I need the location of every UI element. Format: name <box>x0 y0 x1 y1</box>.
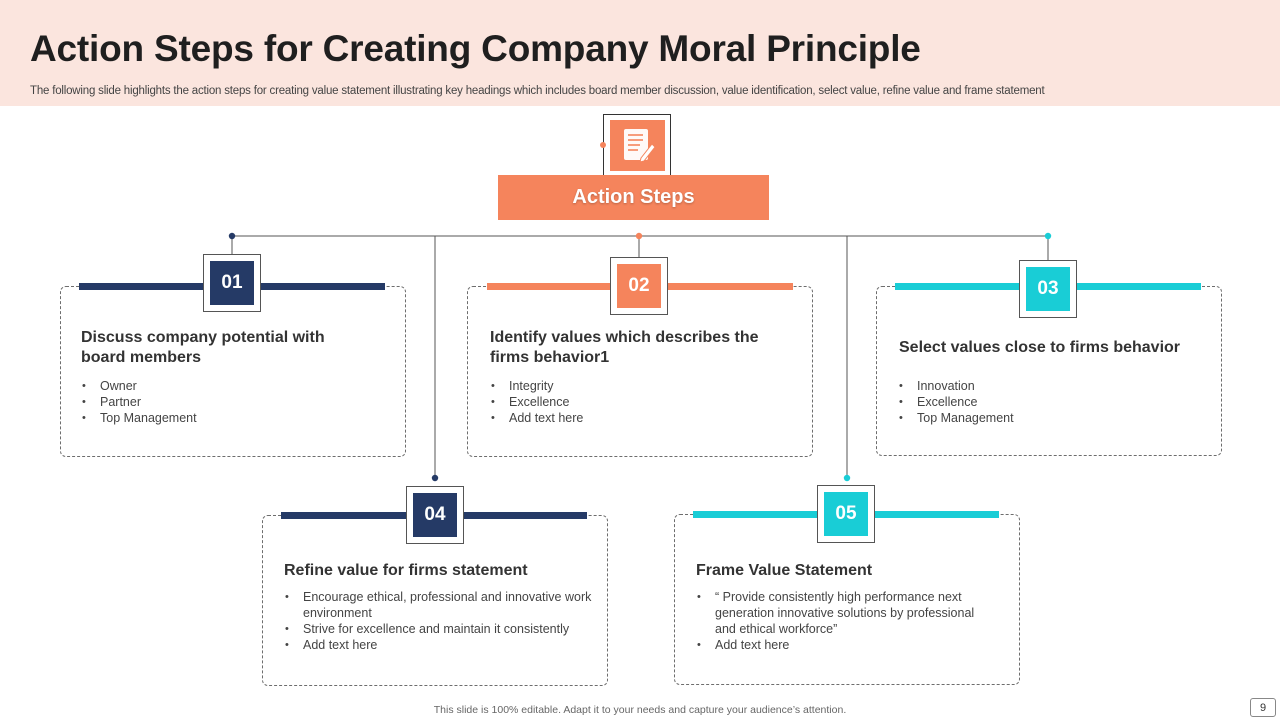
list-item: Innovation <box>898 378 1198 394</box>
list-item: Add text here <box>490 410 790 426</box>
step-number-box-01: 01 <box>203 254 261 312</box>
list-item: Excellence <box>490 394 790 410</box>
list-item: Add text here <box>696 637 996 653</box>
list-item: “ Provide consistently high performance … <box>696 589 996 637</box>
step-number-05: 05 <box>824 492 868 536</box>
document-pencil-icon <box>610 120 665 171</box>
list-item: Top Management <box>898 410 1198 426</box>
step-list-04: Encourage ethical, professional and inno… <box>284 589 594 653</box>
page-subtitle: The following slide highlights the actio… <box>30 85 1045 97</box>
connector-dot-04 <box>431 474 439 482</box>
step-title-04: Refine value for firms statement <box>284 562 528 579</box>
connector-dot-01 <box>228 232 236 240</box>
footer-note: This slide is 100% editable. Adapt it to… <box>433 704 847 716</box>
step-number-03: 03 <box>1026 267 1070 311</box>
step-number-04: 04 <box>413 493 457 537</box>
list-item: Strive for excellence and maintain it co… <box>284 621 594 637</box>
step-title-03: Select values close to firms behavior <box>899 339 1181 356</box>
step-number-box-05: 05 <box>817 485 875 543</box>
center-dot <box>600 142 606 148</box>
list-item: Top Management <box>81 410 381 426</box>
step-number-box-02: 02 <box>610 257 668 315</box>
step-number-01: 01 <box>210 261 254 305</box>
list-item: Partner <box>81 394 381 410</box>
connector-dot-02 <box>635 232 643 240</box>
action-steps-banner: Action Steps <box>498 175 769 220</box>
list-item: Add text here <box>284 637 594 653</box>
step-title-05: Frame Value Statement <box>696 562 873 579</box>
step-list-03: Innovation Excellence Top Management <box>898 378 1198 426</box>
list-item: Encourage ethical, professional and inno… <box>284 589 594 621</box>
step-list-01: Owner Partner Top Management <box>81 378 381 426</box>
step-title-02: Identify values which describes the firm… <box>490 329 759 366</box>
step-number-box-03: 03 <box>1019 260 1077 318</box>
step-number-02: 02 <box>617 264 661 308</box>
connector-dot-05 <box>843 474 851 482</box>
page-number: 9 <box>1250 698 1276 717</box>
header-band: Action Steps for Creating Company Moral … <box>0 0 1280 106</box>
step-list-02: Integrity Excellence Add text here <box>490 378 790 426</box>
step-title-01: Discuss company potential with board mem… <box>81 329 325 366</box>
page-title: Action Steps for Creating Company Moral … <box>30 28 921 69</box>
list-item: Integrity <box>490 378 790 394</box>
step-number-box-04: 04 <box>406 486 464 544</box>
list-item: Owner <box>81 378 381 394</box>
connector-dot-03 <box>1044 232 1052 240</box>
list-item: Excellence <box>898 394 1198 410</box>
step-list-05: “ Provide consistently high performance … <box>696 589 996 653</box>
action-steps-icon-frame <box>603 114 671 176</box>
